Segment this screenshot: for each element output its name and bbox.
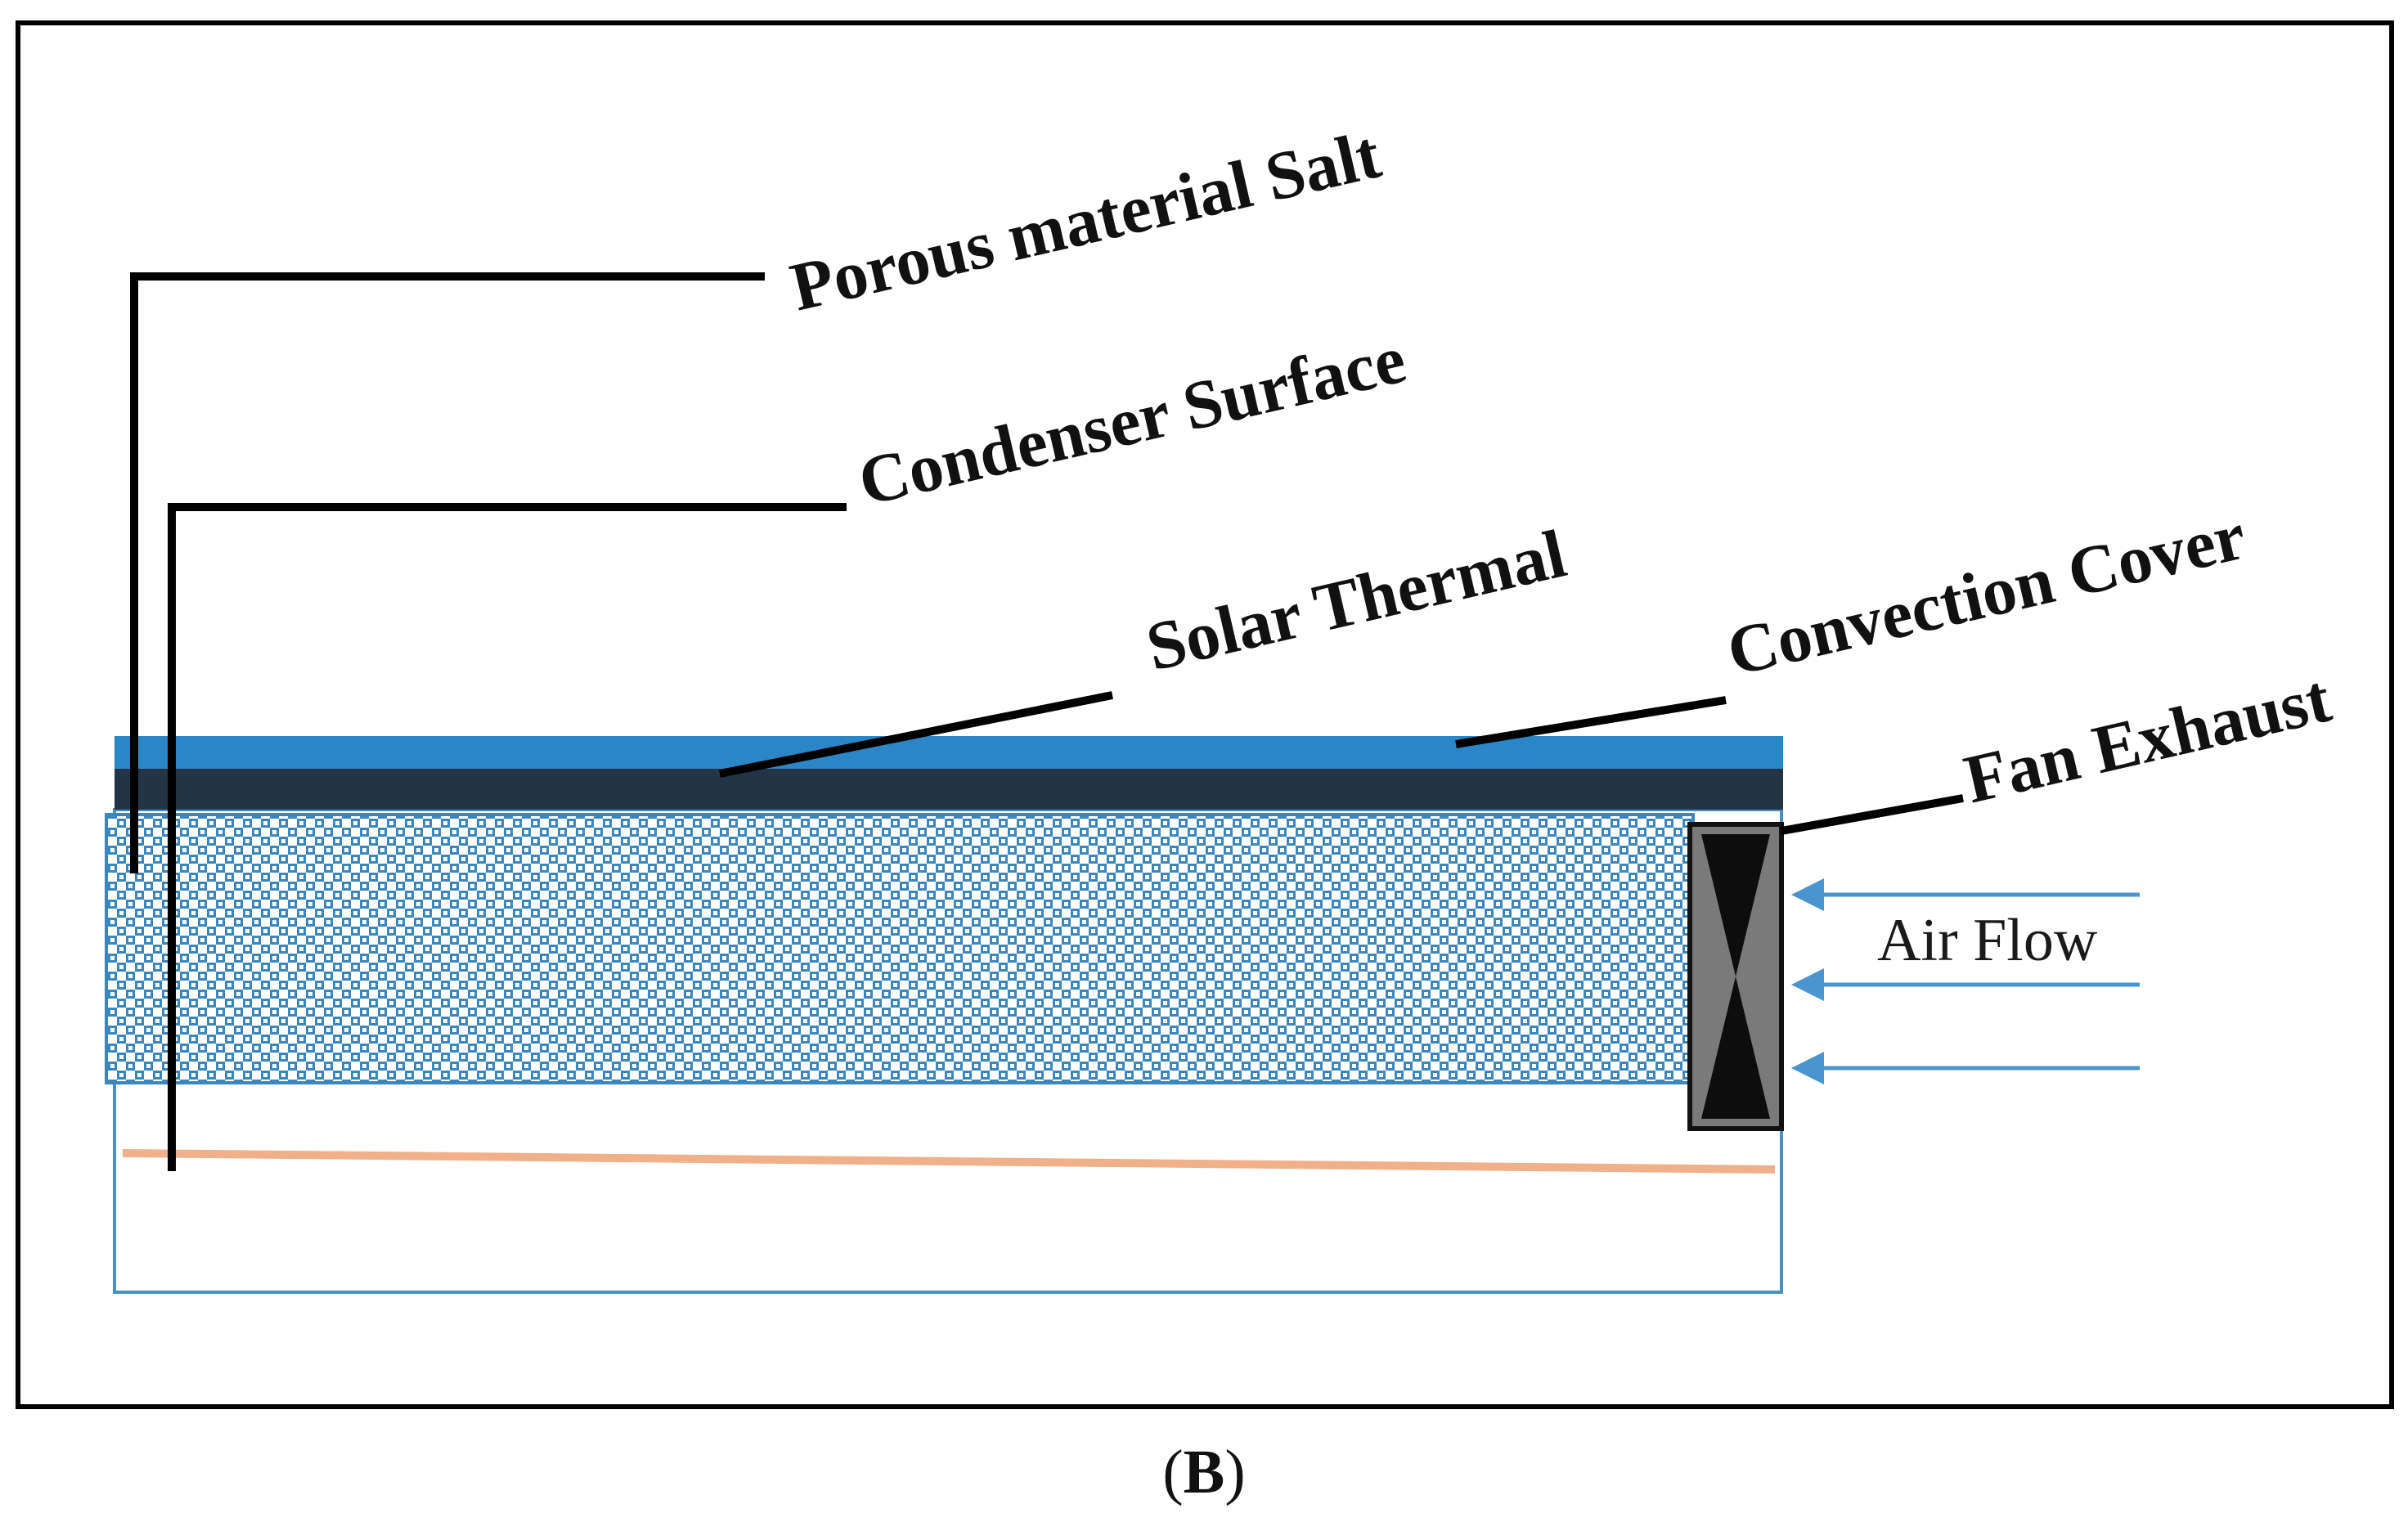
label-convection-cover: Convection Cover (1720, 498, 2253, 691)
label-porous-material-salt: Porous material Salt (784, 116, 1387, 325)
outer-frame (16, 20, 2394, 1409)
convection-cover-layer (115, 736, 1783, 772)
figure-caption: (B) (1162, 1438, 1245, 1506)
caption-close: ) (1224, 1438, 1245, 1506)
label-air-flow: Air Flow (1877, 907, 2098, 974)
label-condenser-surface: Condenser Surface (851, 321, 1413, 520)
convection-cover-leader (1455, 696, 1727, 748)
label-solar-thermal: Solar Thermal (1139, 515, 1572, 685)
caption-open: ( (1162, 1438, 1183, 1506)
porous-material-leader (130, 272, 765, 873)
label-fan-exhaust: Fan Exhaust (1957, 661, 2337, 819)
solar-thermal-leader (719, 691, 1113, 778)
condenser-surface-leader (168, 503, 847, 1171)
solar-thermal-layer (115, 769, 1783, 810)
condenser-surface-line (122, 1149, 1776, 1174)
fan-exhaust-icon (1687, 822, 1784, 1131)
air-flow-arrows (1791, 878, 2140, 1084)
porous-material-layer (105, 813, 1695, 1084)
caption-letter: B (1184, 1438, 1225, 1506)
fan-exhaust-leader (1781, 794, 1964, 835)
